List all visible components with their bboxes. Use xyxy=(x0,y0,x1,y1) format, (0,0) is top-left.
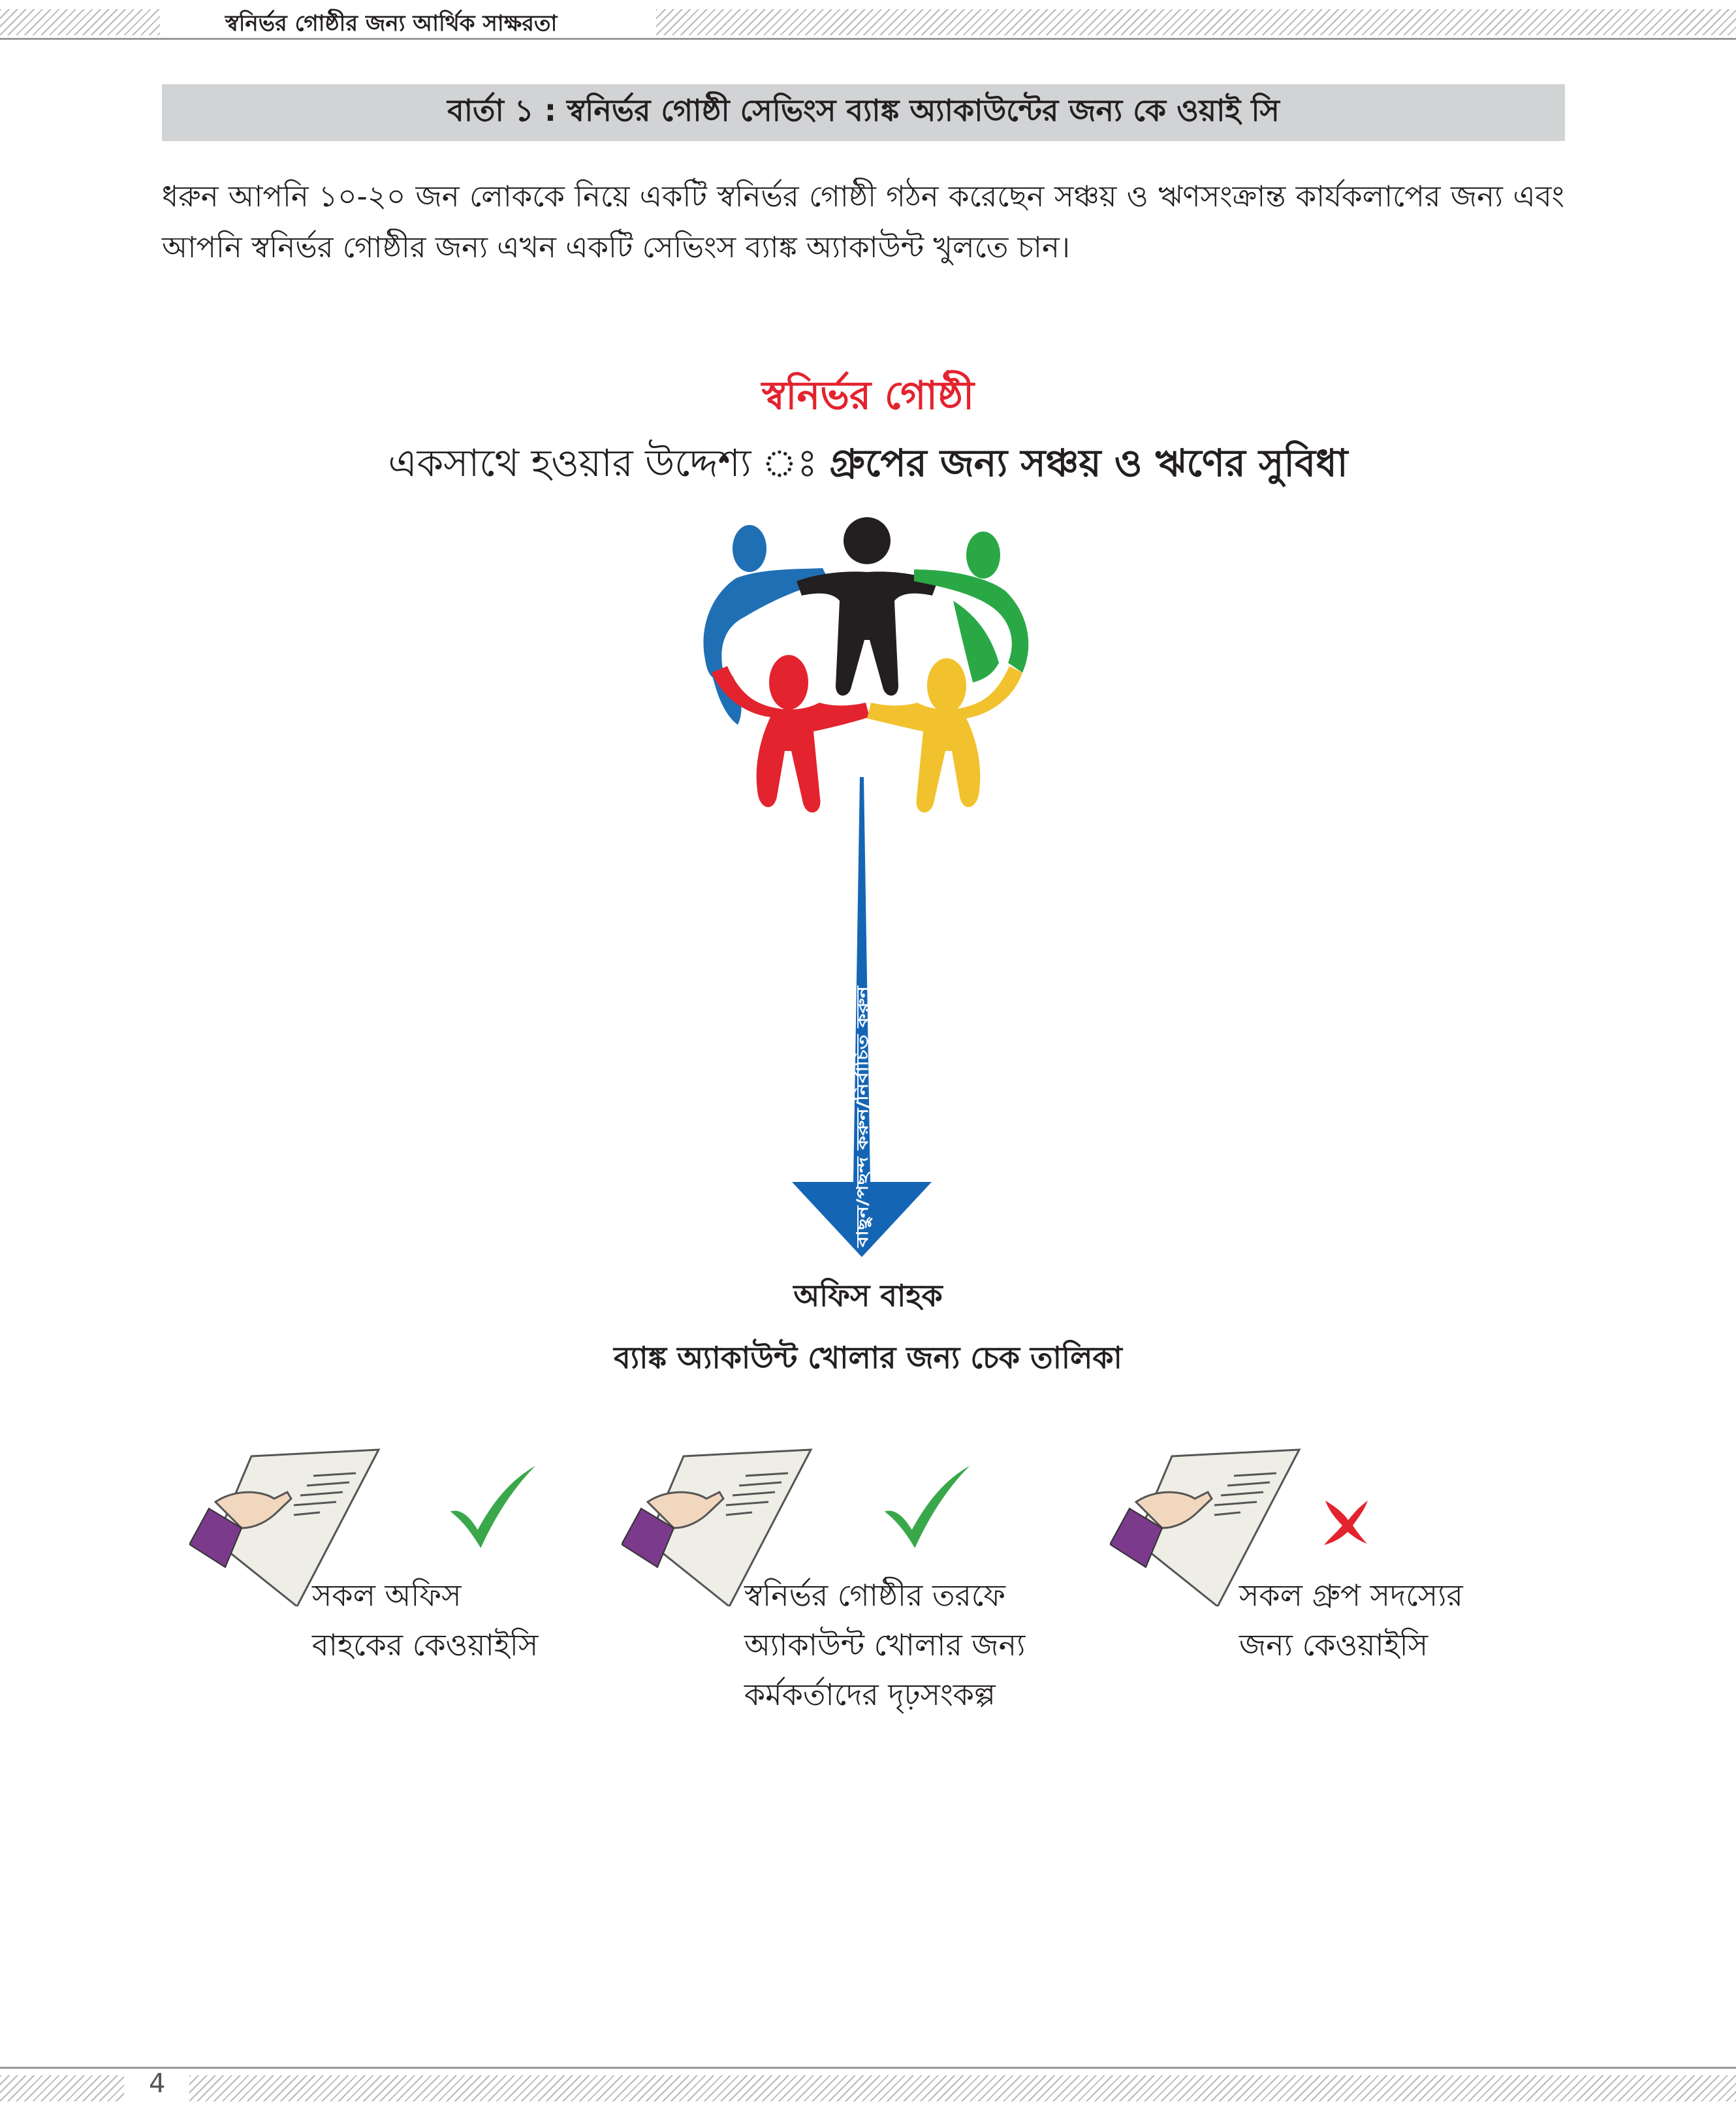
message-title: বার্তা ১ : স্বনির্ভর গোষ্ঠী সেভিংস ব্যাঙ… xyxy=(447,92,1280,128)
people-circle-icon xyxy=(703,517,1029,813)
page-number: 4 xyxy=(149,2069,166,2099)
header-rule xyxy=(0,38,1736,40)
checklist-item-line: অ্যাকাউন্ট খোলার জন্য xyxy=(744,1627,1026,1663)
document-sign-icon xyxy=(188,1430,385,1608)
checklist-item-line: বাহকের কেওয়াইসি xyxy=(312,1627,539,1663)
checklist-item-line: কর্মকর্তাদের দৃঢ়সংকল্প xyxy=(744,1677,996,1712)
checklist-item-text: স্বনির্ভর গোষ্ঠীর তরফে অ্যাকাউন্ট খোলার জ… xyxy=(744,1570,1025,1719)
intro-paragraph: ধরুন আপনি ১০-২০ জন লোককে নিয়ে একটি স্বন… xyxy=(162,179,1564,264)
footer-hatch-right xyxy=(189,2075,1736,2101)
checklist-item-line: সকল অফিস xyxy=(312,1578,462,1613)
group-purpose: একসাথে হওয়ার উদ্দেশ্য ঃ গ্রুপের জন্য সঞ… xyxy=(0,434,1736,498)
cross-icon xyxy=(1319,1495,1371,1550)
document-sign-icon xyxy=(620,1430,817,1608)
message-title-bar: বার্তা ১ : স্বনির্ভর গোষ্ঠী সেভিংস ব্যাঙ… xyxy=(162,84,1565,141)
checklist-item-line: জন্য কেওয়াইসি xyxy=(1239,1627,1428,1663)
purpose-value: গ্রুপের জন্য সঞ্চয় ও ঋণের সুবিধা xyxy=(829,441,1348,485)
checklist-item-text: সকল অফিস বাহকের কেওয়াইসি xyxy=(312,1570,538,1670)
figure-yellow xyxy=(867,658,1022,813)
checklist-item-text: সকল গ্রুপ সদস্যের জন্য কেওয়াইসি xyxy=(1239,1570,1463,1670)
office-bearer-title: অফিস বাহক xyxy=(793,1278,943,1313)
purpose-label: একসাথে হওয়ার উদ্দেশ্য ঃ xyxy=(388,441,817,485)
checklist-item-line: স্বনির্ভর গোষ্ঠীর তরফে xyxy=(744,1578,1005,1613)
check-icon xyxy=(444,1463,542,1557)
checklist-title: ব্যাঙ্ক অ্যাকাউন্ট খোলার জন্য চেক তালিকা xyxy=(614,1340,1122,1375)
figure-black xyxy=(797,517,938,696)
group-title: স্বনির্ভর গোষ্ঠী xyxy=(761,373,975,419)
figure-blue xyxy=(703,525,829,725)
check-icon xyxy=(878,1463,976,1557)
figure-red xyxy=(712,655,870,813)
checklist-item-line: সকল গ্রুপ সদস্যের xyxy=(1239,1578,1463,1613)
footer-rule xyxy=(0,2067,1736,2069)
header-hatch-left xyxy=(0,9,160,35)
footer-hatch-left xyxy=(0,2075,124,2101)
running-title: স্বনির্ভর গোষ্ঠীর জন্য আর্থিক সাক্ষরতা xyxy=(225,10,558,37)
figure-green xyxy=(914,532,1029,682)
document-sign-icon xyxy=(1109,1430,1306,1608)
down-arrow: বাছুন/পছন্দ করুন/নির্বাচিত করুন xyxy=(792,777,932,1257)
arrow-label: বাছুন/পছন্দ করুন/নির্বাচিত করুন xyxy=(852,985,872,1248)
header-hatch-right xyxy=(656,9,1736,35)
